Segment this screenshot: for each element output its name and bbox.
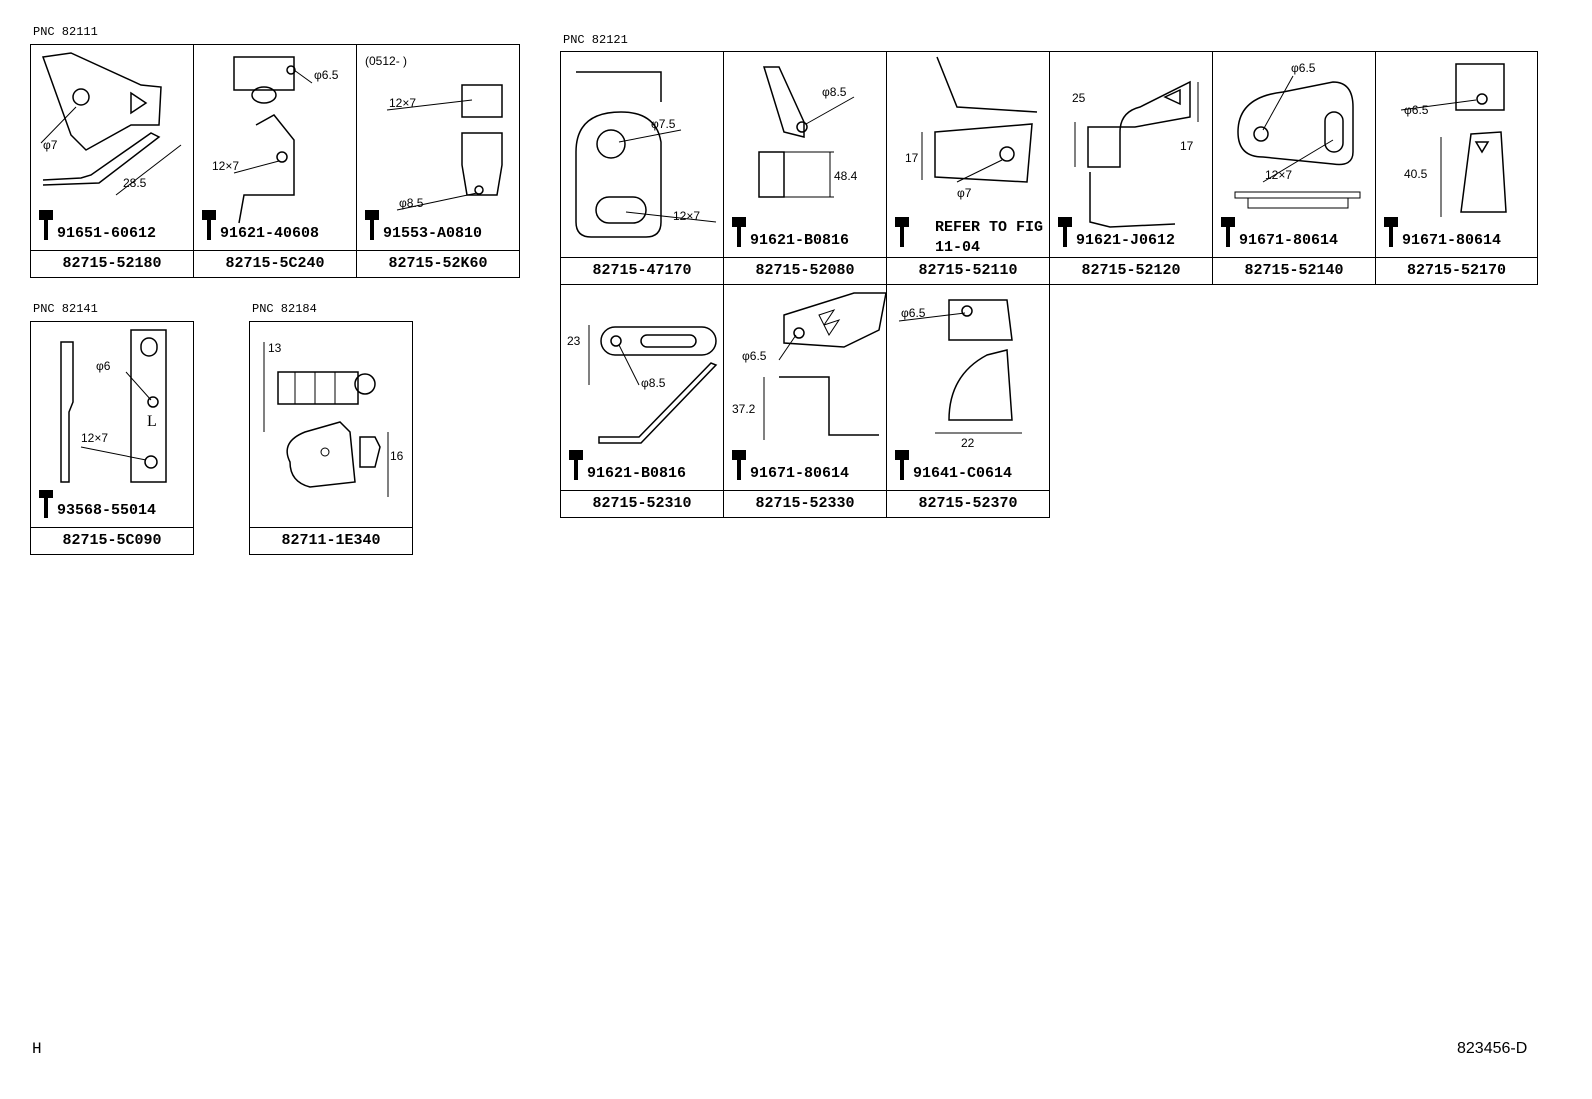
part-cell[interactable]: φ6.5 40.5 91671-80614 82715-52170 xyxy=(1376,52,1537,284)
part-number[interactable]: 82715-52110 xyxy=(887,257,1049,284)
part-cell[interactable]: φ7 28.5 91651-60612 82715-52180 xyxy=(31,45,194,277)
parts-group-82141: φ6 L 12×7 93568-55014 82715-5C090 xyxy=(30,321,194,555)
parts-group-82121-row1: φ7.5 12×7 82715-47170 φ8.5 48.4 91621-B0… xyxy=(560,51,1538,285)
parts-group-82184: 13 16 82711-1E340 xyxy=(249,321,413,555)
label: 12×7 xyxy=(673,209,700,223)
bracket-drawing: φ6 L 12×7 xyxy=(39,329,167,518)
label: 12×7 xyxy=(81,431,108,445)
label: φ7 xyxy=(957,186,972,200)
part-number[interactable]: 82715-5C090 xyxy=(31,527,193,554)
label: 22 xyxy=(961,436,975,450)
part-number[interactable]: 82715-52180 xyxy=(31,250,193,277)
bolt-part-number[interactable]: 91671-80614 xyxy=(1402,232,1502,249)
pnc-label: PNC 82111 xyxy=(33,25,98,39)
bolt-part-number[interactable]: 91621-J0612 xyxy=(1076,232,1176,249)
part-cell[interactable]: 25 17 91621-J0612 82715-52120 xyxy=(1050,52,1213,284)
label: φ7.5 xyxy=(651,117,676,131)
bracket-drawing: φ7 28.5 xyxy=(39,52,182,240)
part-number[interactable]: 82715-52310 xyxy=(561,490,723,517)
label: φ6.5 xyxy=(1291,61,1316,75)
label: φ6 xyxy=(96,359,111,373)
bracket-drawing: 23 φ8.5 xyxy=(567,325,718,480)
bolt-part-number[interactable]: 91671-80614 xyxy=(1239,232,1339,249)
label: φ8.5 xyxy=(822,85,847,99)
part-cell[interactable]: φ8.5 48.4 91621-B0816 82715-52080 xyxy=(724,52,887,284)
bolt-part-number[interactable]: 91553-A0810 xyxy=(383,225,483,242)
bolt-note: REFER TO FIG 11-04 xyxy=(935,219,1044,256)
label: 28.5 xyxy=(123,176,147,190)
bracket-drawing: (0512- ) 12×7 φ8.5 xyxy=(365,54,503,240)
label: 48.4 xyxy=(834,169,858,183)
part-number[interactable]: 82715-52K60 xyxy=(357,250,519,277)
label: 16 xyxy=(390,449,404,463)
part-number[interactable]: 82715-52170 xyxy=(1376,257,1537,284)
part-number[interactable]: 82711-1E340 xyxy=(250,527,412,554)
part-cell[interactable]: 13 16 82711-1E340 xyxy=(250,322,412,554)
part-cell[interactable]: φ6.5 12×7 91671-80614 82715-52140 xyxy=(1213,52,1376,284)
label: φ6.5 xyxy=(742,349,767,363)
bracket-drawing: φ6.5 37.2 xyxy=(732,292,887,480)
part-number[interactable]: 82715-5C240 xyxy=(194,250,356,277)
label: 37.2 xyxy=(732,402,756,416)
label: φ8.5 xyxy=(641,376,666,390)
label: 17 xyxy=(1180,139,1194,153)
pnc-label: PNC 82141 xyxy=(33,302,98,316)
bracket-drawing: φ7.5 12×7 xyxy=(575,71,717,238)
part-cell[interactable]: φ6.5 22 91641-C0614 82715-52370 xyxy=(887,285,1049,517)
page-marker: H xyxy=(32,1040,42,1058)
bracket-drawing: φ6.5 22 xyxy=(895,299,1022,480)
label: 12×7 xyxy=(1265,168,1292,182)
part-number[interactable]: 82715-52140 xyxy=(1213,257,1375,284)
parts-group-82121-row2: 23 φ8.5 91621-B0816 82715-52310 φ6.5 37.… xyxy=(560,284,1050,518)
bolt-part-number[interactable]: 91621-40608 xyxy=(220,225,320,242)
bracket-drawing: 17 φ7 xyxy=(895,56,1038,247)
part-number[interactable]: 82715-52080 xyxy=(724,257,886,284)
bolt-part-number[interactable]: 91641-C0614 xyxy=(913,465,1013,482)
part-number[interactable]: 82715-52330 xyxy=(724,490,886,517)
label: L xyxy=(147,413,157,430)
label: 17 xyxy=(905,151,919,165)
bracket-drawing: φ6.5 40.5 xyxy=(1384,63,1507,247)
part-cell[interactable]: 23 φ8.5 91621-B0816 82715-52310 xyxy=(561,285,724,517)
pnc-label: PNC 82121 xyxy=(563,33,628,47)
parts-group-82111: φ7 28.5 91651-60612 82715-52180 φ6.5 12×… xyxy=(30,44,520,278)
label: 23 xyxy=(567,334,581,348)
label: φ6.5 xyxy=(314,68,339,82)
part-cell[interactable]: φ6.5 12×7 91621-40608 82715-5C240 xyxy=(194,45,357,277)
part-number[interactable]: 82715-47170 xyxy=(561,257,723,284)
label: (0512- ) xyxy=(365,54,407,68)
pnc-label: PNC 82184 xyxy=(252,302,317,316)
bracket-drawing: 25 17 xyxy=(1058,80,1199,247)
part-number[interactable]: 82715-52370 xyxy=(887,490,1049,517)
label: 12×7 xyxy=(212,159,239,173)
part-cell[interactable]: (0512- ) 12×7 φ8.5 91553-A0810 82715-52K… xyxy=(357,45,519,277)
part-cell[interactable]: φ6.5 37.2 91671-80614 82715-52330 xyxy=(724,285,887,517)
bolt-part-number[interactable]: 91621-B0816 xyxy=(587,465,687,482)
part-cell[interactable]: φ6 L 12×7 93568-55014 82715-5C090 xyxy=(31,322,193,554)
bracket-drawing: φ6.5 12×7 xyxy=(1221,61,1361,247)
bracket-drawing: 13 16 xyxy=(263,341,404,497)
part-cell[interactable]: 17 φ7 REFER TO FIG 11-04 82715-52110 xyxy=(887,52,1050,284)
part-cell[interactable]: φ7.5 12×7 82715-47170 xyxy=(561,52,724,284)
bolt-part-number[interactable]: 91651-60612 xyxy=(57,225,157,242)
label: 12×7 xyxy=(389,96,416,110)
bracket-drawing: φ6.5 12×7 xyxy=(202,56,339,240)
part-number[interactable]: 82715-52120 xyxy=(1050,257,1212,284)
label: 40.5 xyxy=(1404,167,1428,181)
label: 13 xyxy=(268,341,282,355)
figure-code: 823456-D xyxy=(1457,1040,1528,1057)
bolt-part-number[interactable]: 91671-80614 xyxy=(750,465,850,482)
bolt-part-number[interactable]: 91621-B0816 xyxy=(750,232,850,249)
label: φ6.5 xyxy=(1404,103,1429,117)
label: φ8.5 xyxy=(399,196,424,210)
label: φ6.5 xyxy=(901,306,926,320)
label: φ7 xyxy=(43,138,58,152)
bracket-drawing: φ8.5 48.4 xyxy=(732,66,858,247)
label: 25 xyxy=(1072,91,1086,105)
bolt-part-number[interactable]: 93568-55014 xyxy=(57,502,157,519)
